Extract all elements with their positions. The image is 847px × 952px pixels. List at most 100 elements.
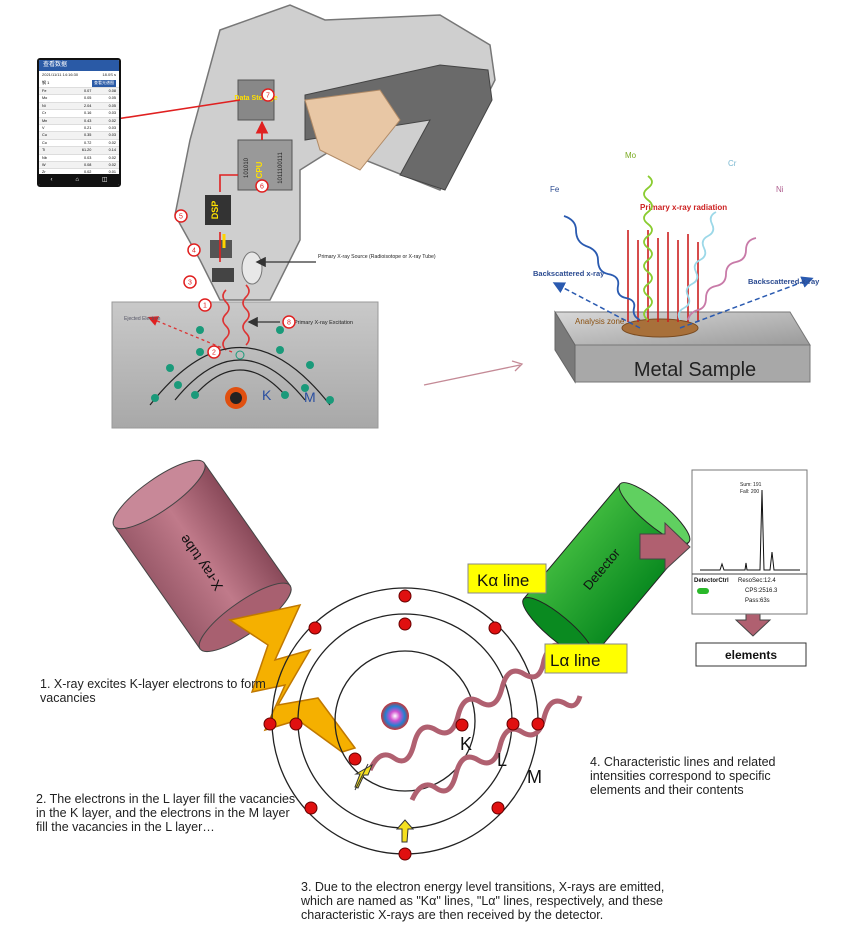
phone-header: 查看数据 xyxy=(39,60,119,71)
data-storage-label: Data Storage xyxy=(234,95,277,102)
elements-box xyxy=(695,642,807,667)
analyzer-shell-k: K xyxy=(262,387,272,403)
cpu-bits-left: 101010 xyxy=(244,157,250,178)
phone-tab-spectrum[interactable]: 查看光谱图 xyxy=(92,80,116,87)
step-marker-label: 1 xyxy=(203,303,207,310)
phone-table-cell: 0.03 xyxy=(108,111,117,116)
step-marker-6 xyxy=(255,179,269,193)
back-icon[interactable]: ‹ xyxy=(50,176,53,183)
spectrum-pass: Pass:63s xyxy=(745,598,770,604)
gun-detector-base xyxy=(212,268,234,282)
trash-icon[interactable]: ◫ xyxy=(101,177,108,183)
backscatter-left-label: Backscattered x-ray xyxy=(533,269,605,278)
step-marker-label: 6 xyxy=(260,184,264,191)
spectrum-trace xyxy=(700,489,800,571)
phone-table-cell: 0.72 xyxy=(83,140,92,145)
xray-wave-up xyxy=(222,289,230,351)
phone-table-cell: 0.21 xyxy=(83,125,92,130)
element-ni: Ni xyxy=(776,185,784,194)
phone-table-cell: 0.03 xyxy=(108,133,117,138)
xray-wave-down xyxy=(242,284,250,346)
phone-table-cell: 0.01 xyxy=(108,170,117,175)
phone-table-cell: Co xyxy=(42,140,47,145)
phone-table-cell: Nb xyxy=(42,155,47,160)
toggle-switch[interactable] xyxy=(697,588,709,594)
detector-to-spectrum-arrow xyxy=(639,521,691,572)
analyzer-atom xyxy=(149,346,331,406)
cpu-label: CPU xyxy=(255,161,264,178)
la-line-label: Lα line xyxy=(550,651,600,670)
shell-m-label: M xyxy=(527,767,542,787)
phone-table-cell: Mo xyxy=(42,96,48,101)
step-marker-label: 3 xyxy=(188,280,192,287)
dsp-chip xyxy=(205,195,231,225)
shell-k-label: K xyxy=(460,734,472,754)
phone-table-cell: 0.35 xyxy=(83,133,92,138)
shell-l-label: L xyxy=(497,750,507,770)
spectrum-resolution: ResoSec:12.4 xyxy=(738,578,776,584)
phone-table-cell: 0.07 xyxy=(83,89,92,93)
caption-step1: 1. X-ray excites K-layer electrons to fo… xyxy=(40,677,266,705)
analyzer-grip xyxy=(304,89,401,171)
phone-table-row: Fe 0.07 0.08 xyxy=(39,87,119,95)
phone-table-cell: 0.02 xyxy=(108,118,117,123)
phone-table-cell: Fe xyxy=(42,89,47,93)
phone-table-cell: 0.43 xyxy=(83,118,92,123)
transition-arrow-l xyxy=(354,763,369,791)
analysis-zone-label: Analysis zone xyxy=(575,317,625,326)
xray-beam-bolt xyxy=(228,603,357,753)
phone-table-cell: 2.04 xyxy=(83,103,92,108)
analyzer-electrons xyxy=(151,326,334,404)
phone-table-cell: 0.03 xyxy=(108,125,117,130)
step-marker-label: 7 xyxy=(266,93,270,100)
phone-table-cell: 0.02 xyxy=(83,170,92,175)
source-label: Primary X-ray Source (Radioisotope or X-… xyxy=(318,254,436,260)
phone-table-cell: 0.14 xyxy=(108,148,117,153)
spectrum-cps: CPS:2516.3 xyxy=(745,588,778,594)
phone-table-cell: 61.20 xyxy=(81,148,92,153)
step-marker-4 xyxy=(187,243,201,257)
analyzer-diagram: Data Storage CPU 101010 1011100111 DSP P… xyxy=(0,4,496,429)
cpu-bits-right: 1011100111 xyxy=(278,152,284,184)
phone-table-cell: 0.16 xyxy=(83,111,92,116)
spectrum-fall: Fall: 200 xyxy=(740,489,759,495)
metal-sample-label: Metal Sample xyxy=(634,359,756,381)
phone-table-row: V 0.21 0.03 xyxy=(39,123,119,132)
phone-table-cell: V xyxy=(42,125,45,130)
wave-fe xyxy=(563,215,641,321)
detector: Detector xyxy=(522,482,691,659)
phone-table-cell: Ni xyxy=(42,103,46,108)
backscatter-right-label: Backscattered x-ray xyxy=(748,277,820,286)
step-marker-label: 5 xyxy=(179,214,183,221)
analyzer-nucleus-core xyxy=(230,392,242,404)
analysis-zone xyxy=(621,318,699,338)
metal-sample-diagram: Analysis zone Metal Sample Primary x-ray… xyxy=(533,151,820,384)
phone-table-cell: 0.08 xyxy=(108,89,117,93)
phone-table-cell: 0.05 xyxy=(108,96,117,101)
spectrum-detector-ctrl: DetectorCtrl xyxy=(694,578,729,584)
electrons xyxy=(263,589,545,861)
home-icon[interactable]: ⌂ xyxy=(75,176,79,183)
element-fe: Fe xyxy=(550,185,560,194)
analyzer-shell-m: M xyxy=(304,389,316,405)
gun-detector xyxy=(210,240,232,258)
xrf-principle-diagram: X-ray tube K L M Detector Kα line xyxy=(112,459,808,861)
caption-step4: 4. Characteristic lines and related inte… xyxy=(590,755,776,797)
la-line-box xyxy=(544,643,628,674)
spectrum-sum: Sum: 191 xyxy=(740,482,762,488)
ka-wave xyxy=(367,642,560,772)
caption-step3: 3. Due to the electron energy level tran… xyxy=(301,880,665,922)
caption-step2: 2. The electrons in the L layer fill the… xyxy=(36,792,296,834)
step-marker-3 xyxy=(183,275,197,289)
